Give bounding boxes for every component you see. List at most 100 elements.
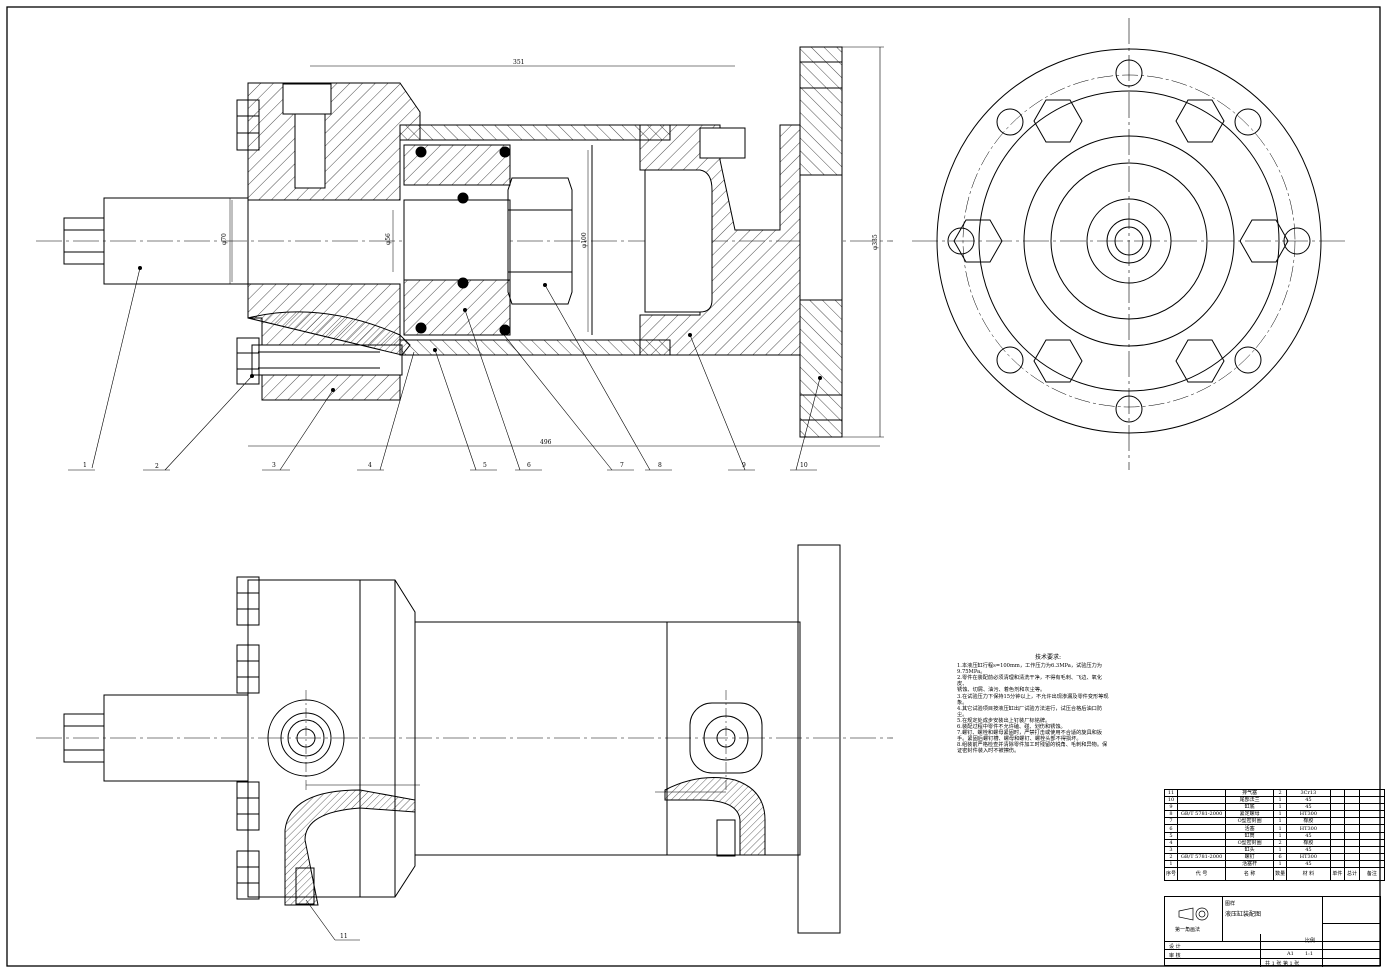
callout-9: 9	[742, 462, 746, 469]
bom-cell-empty	[1358, 824, 1385, 833]
bom-cell-empty	[1329, 859, 1346, 869]
bom-cell-qty: 1	[1273, 831, 1288, 840]
bom-cell-qty: 1	[1273, 845, 1288, 854]
notes-title: 技术要求:	[1034, 654, 1062, 661]
bom-cell-name: O型密封圈	[1225, 838, 1275, 847]
bom-cell-name: 活塞	[1225, 824, 1275, 833]
bom-cell-mat: 3Cr13	[1286, 788, 1331, 798]
bom-cell-empty	[1329, 838, 1346, 847]
bom-cell-qty: 2	[1273, 788, 1288, 798]
bom-cell-name: O型密封圈	[1225, 817, 1275, 826]
bom-cell-mat: 45	[1286, 796, 1331, 805]
callout-5: 5	[483, 462, 487, 469]
bom-cell-name: 缸筒	[1225, 831, 1275, 840]
note-line: 7.螺钉、螺栓和螺母紧固时，严禁打击或使用不合适的旋具和扳	[957, 730, 1103, 737]
note-line: 皮、	[957, 681, 968, 688]
dim-phi100: φ100	[581, 232, 588, 248]
bom-cell-qty: 1	[1273, 859, 1288, 869]
bom-cell-empty	[1358, 831, 1385, 840]
bom-cell-empty	[1358, 788, 1385, 798]
section-view	[36, 46, 893, 471]
bom-cell-mat: 45	[1286, 803, 1331, 812]
bom-cell-empty	[1344, 845, 1360, 854]
bom-cell-empty	[1344, 810, 1360, 819]
note-line: 4.其它试验项目按液压缸出厂试验方法进行，试压合格后油口防	[957, 705, 1103, 712]
drawing-frame	[6, 6, 1381, 967]
design-label: 设 计	[1169, 944, 1181, 950]
note-line: 锈蚀、切屑、油污、着色剂和灰尘等。	[957, 687, 1046, 694]
bom-cell-mat: 橡胶	[1286, 817, 1331, 826]
note-line: 手。紧固后螺钉槽、螺母和螺钉、螺栓头部不得损坏。	[957, 736, 1082, 743]
bom-cell-empty	[1344, 838, 1360, 847]
bom-cell-no: 5	[1163, 831, 1179, 840]
label-top: 图样	[1225, 901, 1236, 907]
callout-11: 11	[340, 933, 348, 940]
technical-notes: 技术要求: 1.本液压缸行程s=100mm，工作压力为6.3MPa，试验压力为 …	[957, 654, 1139, 755]
bom-cell-no: 1	[1163, 859, 1179, 869]
bom-cell-no: 3	[1163, 845, 1179, 854]
bom-header-qty: 数量	[1273, 867, 1288, 882]
bom-cell-no: 8	[1163, 810, 1179, 819]
callout-3: 3	[272, 462, 276, 469]
bom-header-row: 序号代 号名 称数量材 料单件总计备注	[1163, 867, 1385, 882]
note-line: 尘。	[957, 711, 968, 718]
bom-cell-empty	[1329, 803, 1346, 812]
bom-cell-code	[1177, 803, 1227, 812]
bom-cell-empty	[1344, 859, 1360, 869]
bom-cell-code	[1177, 831, 1227, 840]
bom-cell-no: 11	[1163, 788, 1179, 798]
bom-cell-mat: 45	[1286, 845, 1331, 854]
bom-cell-empty	[1329, 831, 1346, 840]
note-line: 5.在规定处成步安装出上钉装厂标铭牌。	[957, 717, 1051, 724]
bom-cell-no: 4	[1163, 838, 1179, 847]
bom-cell-code	[1177, 859, 1227, 869]
bom-cell-name: 活塞杆	[1225, 859, 1275, 869]
bom-cell-qty: 1	[1273, 803, 1288, 812]
drawing-title: 液压缸装配图	[1225, 911, 1262, 918]
bom-cell-code	[1177, 788, 1227, 798]
callout-4: 4	[368, 462, 372, 469]
bom-cell-empty	[1344, 803, 1360, 812]
bom-cell-qty: 1	[1273, 796, 1288, 805]
outside-view	[36, 544, 893, 941]
projection-label: 第一角画法	[1175, 927, 1201, 933]
bom-cell-empty	[1329, 817, 1346, 826]
bom-cell-empty	[1344, 824, 1360, 833]
bom-cell-mat: 橡胶	[1286, 838, 1331, 847]
bom-cell-empty	[1344, 831, 1360, 840]
bom-cell-mat: HT300	[1286, 824, 1331, 833]
note-line: 6.装配过程中零件不允许磕、碰、划伤和锈蚀。	[957, 724, 1066, 731]
note-line: 2.零件在装配前必须清理和清洗干净，不得有毛刺、飞边、氧化	[957, 675, 1103, 682]
size-value: A1	[1287, 951, 1294, 957]
note-line: 象。	[957, 699, 968, 706]
bom-cell-code	[1177, 824, 1227, 833]
bom-cell-empty	[1329, 810, 1346, 819]
bom-cell-empty	[1358, 838, 1385, 847]
bom-cell-no: 6	[1163, 824, 1179, 833]
note-line: 8.组装前严格检查并清除零件加工时残留的锐角、毛刺和异物。保	[957, 742, 1108, 749]
bom-cell-empty	[1329, 796, 1346, 805]
bom-cell-no: 9	[1163, 803, 1179, 812]
end-view	[912, 18, 1345, 470]
note-line: 证密封件装入时不被擦伤。	[957, 748, 1020, 755]
bom-cell-empty	[1329, 788, 1346, 798]
dim-phi335: φ335	[872, 234, 879, 250]
bom-cell-qty: 1	[1273, 810, 1288, 819]
scale-label: 比例	[1305, 938, 1316, 944]
note-line: 3.在试验压力下保持15分钟以上，不允许出现渗漏及零件变形等现	[957, 693, 1109, 700]
bom-cell-empty	[1329, 852, 1346, 861]
callout-8: 8	[658, 462, 662, 469]
bom-cell-empty	[1358, 810, 1385, 819]
dim-496: 496	[540, 439, 552, 446]
bom-cell-code	[1177, 838, 1227, 847]
bom-cell-mat: HT300	[1286, 852, 1331, 861]
bom-header-name: 名 称	[1225, 867, 1275, 882]
note-line: 9.75MPa。	[957, 669, 986, 676]
bom-cell-code: GB/T 5781-2000	[1177, 810, 1227, 819]
